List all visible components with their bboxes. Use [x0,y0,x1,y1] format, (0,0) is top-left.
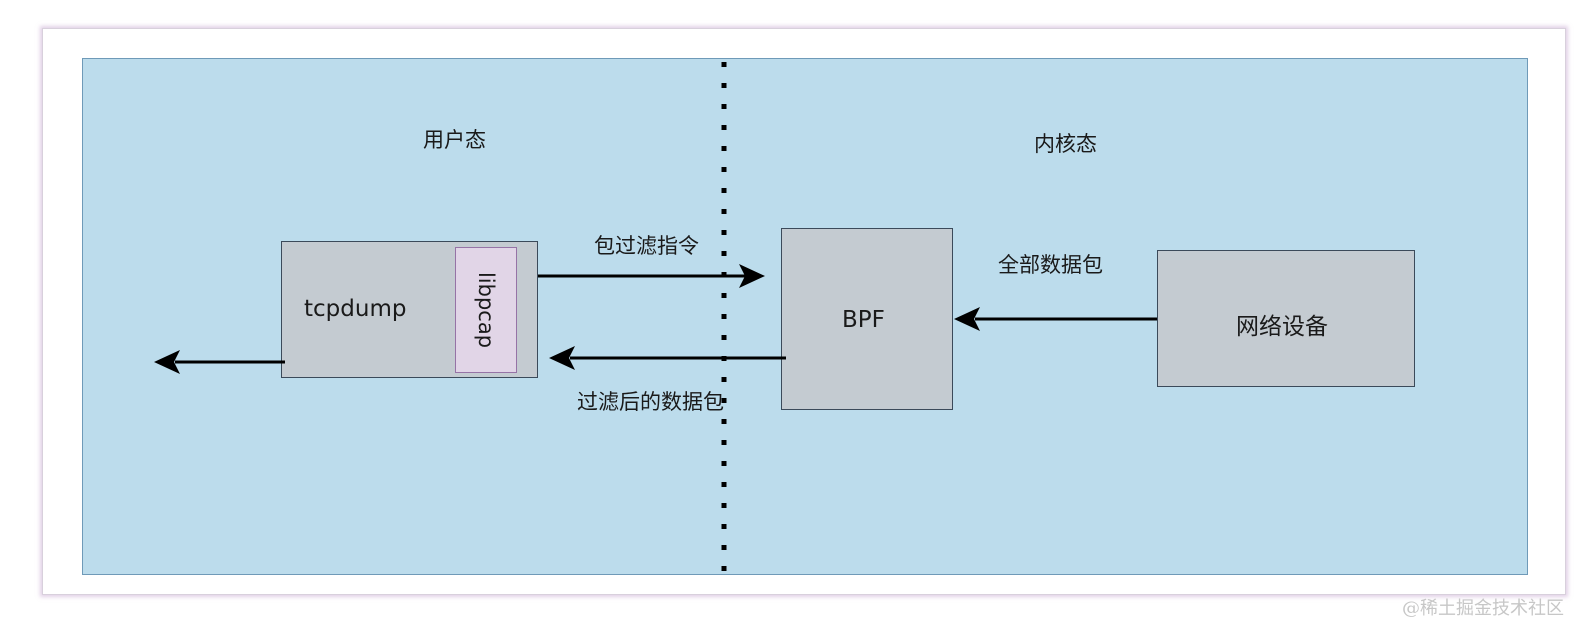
bpf-label: BPF [842,307,885,333]
filter-instructions-arrow [538,264,765,288]
filter-instructions-label: 包过滤指令 [594,234,699,258]
all-packets-arrow [954,307,1157,331]
user-space-label: 用户态 [423,128,486,152]
tcpdump-label: tcpdump [304,296,407,322]
output-arrow [154,350,285,374]
network-device-label: 网络设备 [1236,314,1328,340]
network-device-box: 网络设备 [1157,250,1415,387]
watermark: @稀土掘金技术社区 [1402,598,1564,619]
all-packets-label: 全部数据包 [998,253,1103,277]
kernel-space-label: 内核态 [1034,132,1097,156]
libpcap-box: libpcap [455,247,517,373]
bpf-box: BPF [781,228,953,410]
filtered-packets-label: 过滤后的数据包 [577,390,724,414]
filtered-packets-arrow [549,346,786,370]
